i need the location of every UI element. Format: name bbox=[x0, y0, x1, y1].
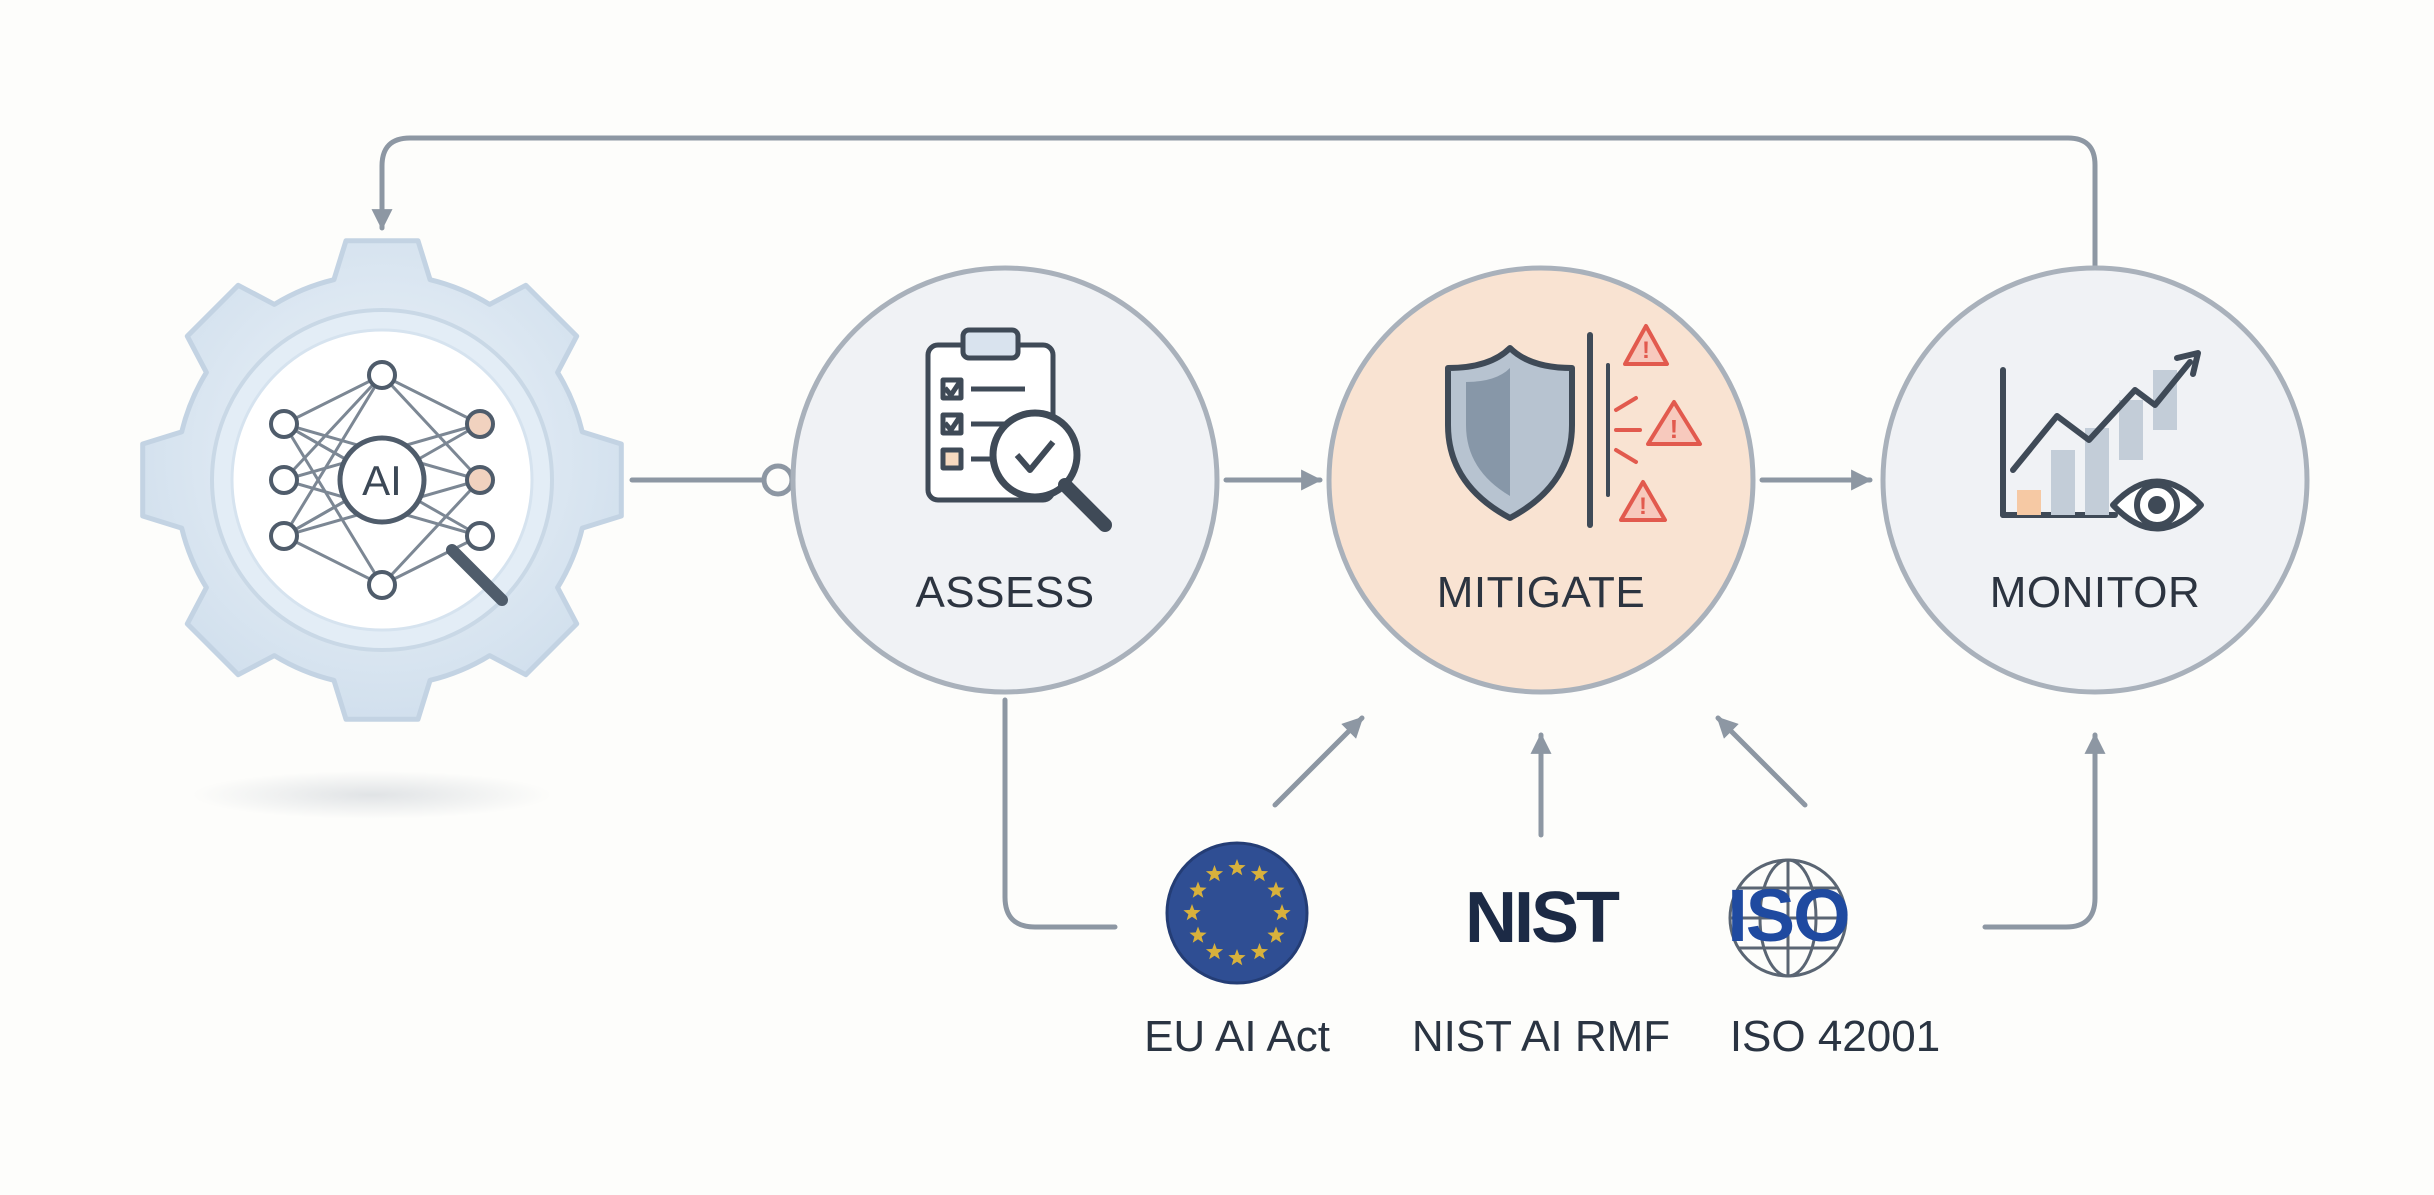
connectors bbox=[371, 135, 2106, 930]
eu-star-icon bbox=[1205, 865, 1224, 882]
neural-network-icon: AI bbox=[269, 360, 508, 606]
eu-star-icon bbox=[1267, 881, 1285, 898]
assess-to-frameworks-line bbox=[1002, 697, 1118, 930]
framework-label-iso: ISO 42001 bbox=[1729, 1012, 1941, 1061]
feedback-loop-arrow bbox=[371, 135, 2098, 271]
eu-to-mitigate-arrow bbox=[1272, 715, 1365, 808]
ai-engine-gear: AI bbox=[140, 238, 624, 819]
shield-warning-icon: ! ! ! bbox=[1445, 324, 1702, 528]
eu-star-icon bbox=[1183, 904, 1201, 921]
framework-label-nist: NIST AI RMF bbox=[1411, 1012, 1671, 1061]
eu-star-icon bbox=[1228, 949, 1246, 966]
eu-stars-icon bbox=[1165, 841, 1309, 985]
nist-logo: NIST bbox=[1464, 878, 1620, 958]
stage-monitor bbox=[1880, 265, 2310, 695]
eye-icon bbox=[2110, 478, 2204, 532]
eu-star-icon bbox=[1273, 904, 1291, 921]
svg-text:!: ! bbox=[1639, 493, 1647, 520]
gear-shadow bbox=[192, 771, 552, 819]
eu-star-icon bbox=[1228, 859, 1246, 876]
svg-text:!: ! bbox=[1670, 414, 1679, 444]
eu-star-icon bbox=[1205, 943, 1224, 960]
iso-logo: ISO bbox=[1727, 874, 1850, 957]
eu-star-icon bbox=[1250, 943, 1269, 960]
chart-eye-icon bbox=[2000, 350, 2204, 532]
framework-label-eu: EU AI Act bbox=[1144, 1012, 1330, 1061]
clipboard-magnifier-icon bbox=[925, 327, 1112, 532]
eu-star-icon bbox=[1189, 926, 1207, 943]
iso-globe-icon bbox=[1728, 858, 1848, 978]
magnifier-icon bbox=[446, 544, 508, 606]
svg-text:!: ! bbox=[1642, 337, 1650, 364]
warning-icon: ! ! ! bbox=[1619, 324, 1702, 522]
assess-label: ASSESS bbox=[915, 568, 1095, 617]
monitor-label: MONITOR bbox=[1989, 568, 2201, 617]
stage-mitigate: ! ! ! bbox=[1326, 265, 1756, 695]
connector-node bbox=[761, 463, 795, 497]
eu-star-icon bbox=[1267, 926, 1285, 943]
eu-star-icon bbox=[1189, 881, 1207, 898]
iso-to-mitigate-arrow bbox=[1715, 715, 1808, 808]
stage-assess bbox=[790, 265, 1220, 695]
frameworks-to-monitor-arrow bbox=[1982, 732, 2106, 930]
mitigate-label: MITIGATE bbox=[1436, 568, 1646, 617]
engine-label: AI bbox=[362, 457, 402, 504]
eu-star-icon bbox=[1250, 865, 1269, 882]
